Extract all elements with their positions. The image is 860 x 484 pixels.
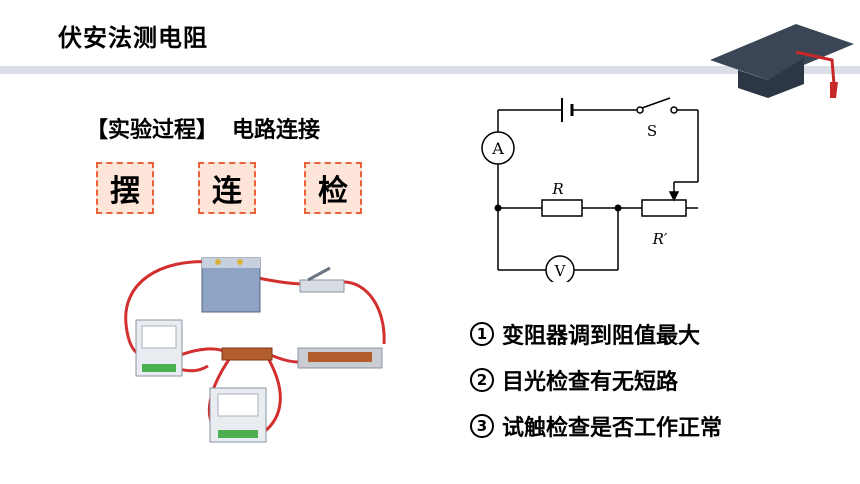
step-connect: 连 [198,162,256,214]
graduation-cap-icon [710,24,854,98]
header-rule [0,66,860,74]
apparatus-photo [124,257,386,443]
voltmeter-label: V [554,262,567,280]
page-title: 伏安法测电阻 [58,24,208,52]
circuit-diagram: A V S R R′ [481,97,699,282]
resistor-label: R [551,180,563,198]
check-number-3: 3 [470,414,494,438]
process-subtitle: 电路连接 [232,118,321,143]
check-item-1: 1 变阻器调到阻值最大 [470,318,700,350]
check-item-3: 3 试触检查是否工作正常 [470,410,722,442]
check-text-2: 目光检查有无短路 [502,370,679,395]
process-label: 【实验过程】 [86,118,219,143]
ammeter-label: A [491,139,504,158]
check-number-1: 1 [470,322,494,346]
process-heading: 【实验过程】电路连接 [86,112,320,144]
check-text-3: 试触检查是否工作正常 [502,416,723,441]
check-text-1: 变阻器调到阻值最大 [502,324,701,349]
step-place: 摆 [96,162,154,214]
check-number-2: 2 [470,368,494,392]
switch-label: S [647,122,657,140]
rheostat-label: R′ [652,230,668,248]
check-item-2: 2 目光检查有无短路 [470,364,678,396]
step-check: 检 [304,162,362,214]
